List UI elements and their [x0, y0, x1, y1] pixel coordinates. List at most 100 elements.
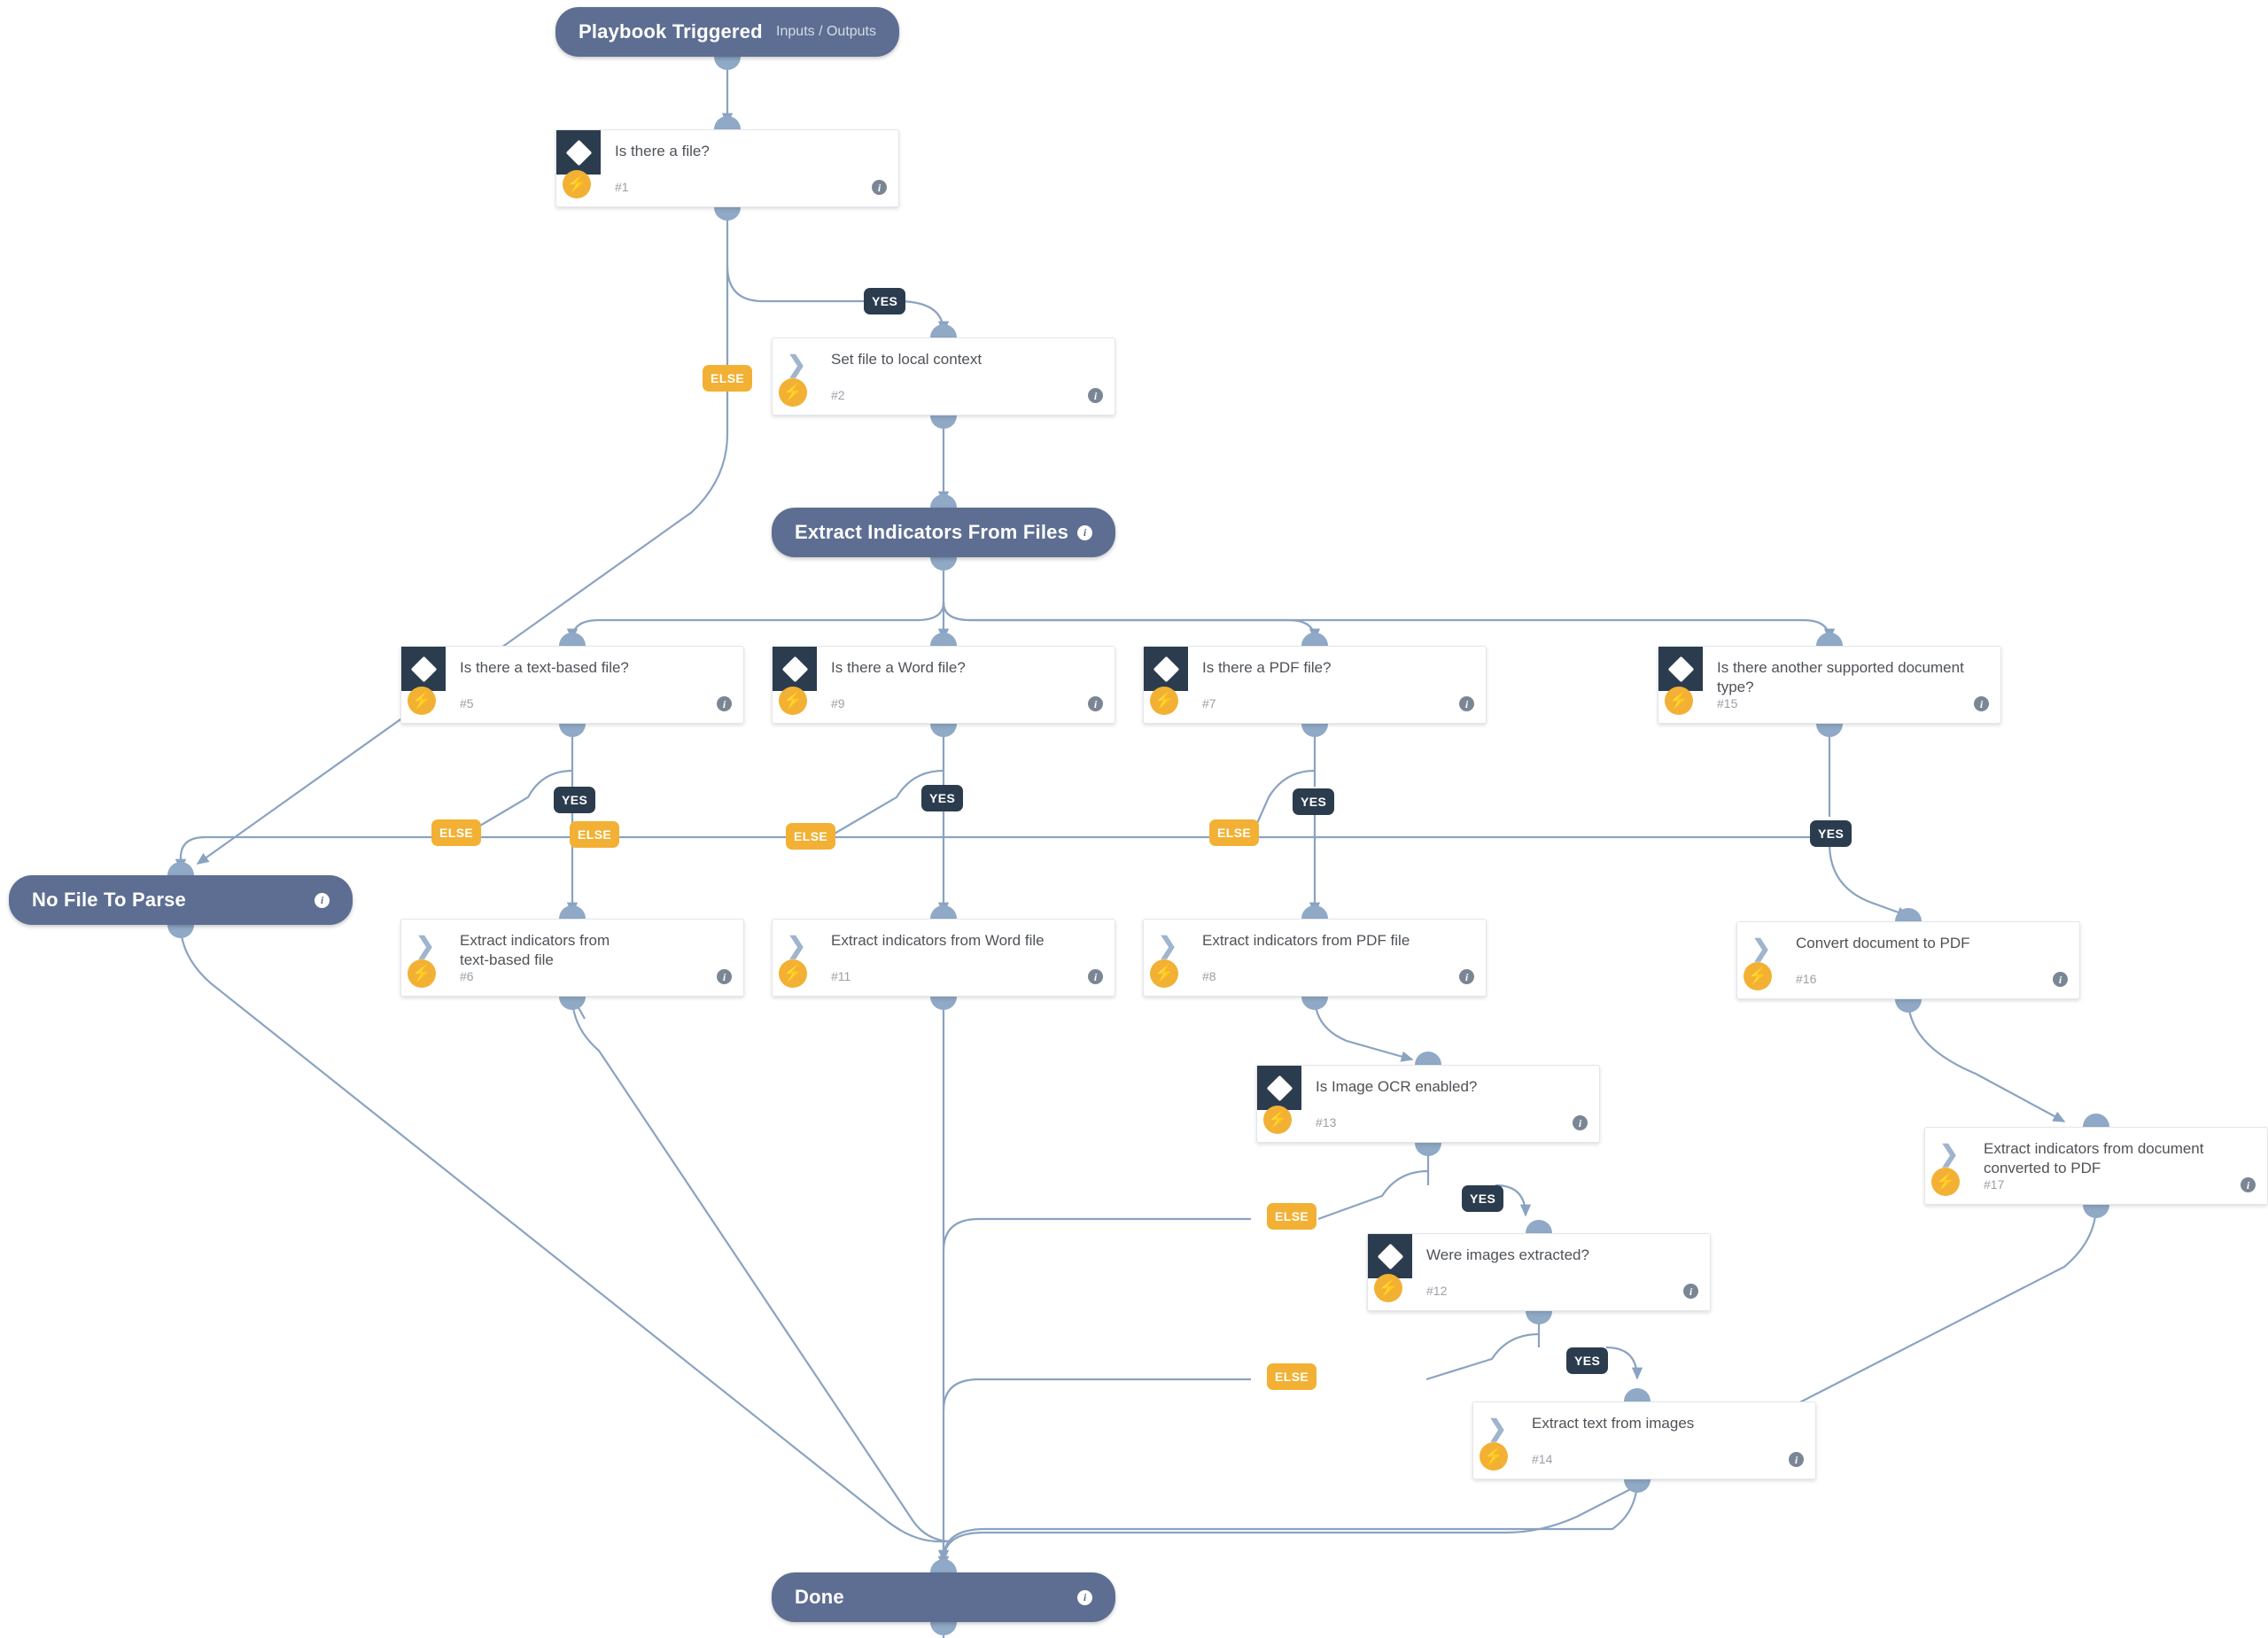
node-title: Is there another supported document type…	[1717, 659, 1964, 695]
info-icon[interactable]: i	[1974, 696, 1989, 711]
info-icon[interactable]: i	[1683, 1284, 1698, 1299]
info-icon[interactable]: i	[2241, 1177, 2256, 1192]
node-index: #17	[1984, 1177, 2005, 1192]
node-extract-indicators-from-document-converted-to-pdf[interactable]: ❯ Extract indicators from document conve…	[1924, 1127, 2268, 1205]
node-extract-text-from-images[interactable]: ❯ Extract text from images ⚡ #14 i	[1472, 1401, 1816, 1479]
info-icon[interactable]: i	[315, 892, 330, 908]
node-index: #9	[831, 696, 845, 710]
bolt-icon: ⚡	[563, 170, 591, 198]
node-index: #6	[460, 969, 474, 983]
diamond-icon	[1153, 656, 1179, 682]
bolt-icon: ⚡	[1665, 687, 1693, 715]
node-index: #15	[1717, 696, 1738, 710]
node-index: #11	[831, 969, 851, 983]
info-icon[interactable]: i	[872, 180, 887, 195]
info-icon[interactable]: i	[1077, 1589, 1092, 1605]
info-icon[interactable]: i	[1088, 696, 1103, 711]
condition-badge	[773, 647, 817, 691]
node-were-images-extracted[interactable]: Were images extracted? ⚡ #12 i	[1367, 1233, 1711, 1311]
inputs-outputs-label[interactable]: Inputs / Outputs	[776, 24, 876, 39]
branch-label-else[interactable]: ELSE	[786, 823, 836, 850]
bolt-icon: ⚡	[1744, 962, 1772, 990]
node-is-there-a-pdf-file[interactable]: Is there a PDF file? ⚡ #7 i	[1143, 646, 1487, 724]
node-no-file-to-parse[interactable]: No File To Parse i	[9, 875, 353, 925]
node-extract-indicators-from-files[interactable]: Extract Indicators From Files i	[772, 508, 1115, 557]
chevron-right-icon: ❯	[787, 351, 806, 377]
chevron-right-icon: ❯	[416, 932, 435, 959]
chevron-right-icon: ❯	[1939, 1140, 1959, 1167]
node-done[interactable]: Done i	[772, 1572, 1115, 1622]
branch-label-yes[interactable]: YES	[1810, 820, 1852, 847]
node-is-there-a-text-based-file[interactable]: Is there a text-based file? ⚡ #5 i	[400, 646, 744, 724]
branch-label-yes[interactable]: YES	[864, 288, 906, 314]
node-title: Extract indicators from text-based file	[460, 932, 610, 968]
info-icon[interactable]: i	[1077, 524, 1092, 540]
branch-label-else[interactable]: ELSE	[1267, 1363, 1317, 1390]
branch-label-else[interactable]: ELSE	[431, 819, 482, 846]
diamond-icon	[781, 656, 808, 682]
info-icon[interactable]: i	[1459, 696, 1474, 711]
node-is-image-ocr-enabled[interactable]: Is Image OCR enabled? ⚡ #13 i	[1256, 1065, 1600, 1143]
chevron-right-icon: ❯	[1487, 1415, 1507, 1441]
node-is-there-a-file[interactable]: Is there a file? ⚡ #1 i	[555, 129, 899, 207]
bolt-icon: ⚡	[779, 687, 807, 715]
bolt-icon: ⚡	[408, 959, 436, 988]
node-title: Done	[795, 1586, 844, 1608]
branch-label-yes[interactable]: YES	[1293, 788, 1335, 815]
info-icon[interactable]: i	[2053, 972, 2068, 987]
condition-badge	[1658, 647, 1703, 691]
node-extract-indicators-from-text-based-file[interactable]: ❯ Extract indicators from text-based fil…	[400, 919, 744, 997]
condition-badge	[1144, 647, 1188, 691]
info-icon[interactable]: i	[717, 969, 732, 984]
branch-label-else[interactable]: ELSE	[1267, 1203, 1317, 1230]
bolt-icon: ⚡	[779, 959, 807, 988]
info-icon[interactable]: i	[717, 696, 732, 711]
branch-label-else[interactable]: ELSE	[703, 365, 753, 392]
node-title: Extract text from images	[1532, 1415, 1695, 1432]
bolt-icon: ⚡	[408, 687, 436, 715]
chevron-right-icon: ❯	[1751, 935, 1771, 961]
branch-label-yes[interactable]: YES	[554, 787, 596, 813]
node-index: #14	[1532, 1452, 1553, 1466]
node-title: Extract indicators from Word file	[831, 932, 1045, 949]
node-extract-indicators-from-pdf-file[interactable]: ❯ Extract indicators from PDF file ⚡ #8 …	[1143, 919, 1487, 997]
chevron-right-icon: ❯	[787, 932, 806, 959]
node-title: Is there a text-based file?	[460, 659, 629, 676]
condition-badge	[1368, 1234, 1412, 1278]
node-convert-document-to-pdf[interactable]: ❯ Convert document to PDF ⚡ #16 i	[1736, 921, 2080, 999]
bolt-icon: ⚡	[1150, 959, 1178, 988]
branch-label-yes[interactable]: YES	[1462, 1185, 1504, 1212]
node-title: Set file to local context	[831, 351, 983, 368]
branch-label-yes[interactable]: YES	[921, 785, 964, 811]
node-title: No File To Parse	[32, 889, 186, 911]
info-icon[interactable]: i	[1088, 388, 1103, 403]
node-index: #7	[1202, 696, 1216, 710]
branch-label-yes[interactable]: YES	[1566, 1347, 1609, 1374]
branch-label-else[interactable]: ELSE	[1209, 819, 1260, 846]
diamond-icon	[1266, 1075, 1293, 1101]
node-set-file-to-local-context[interactable]: ❯ Set file to local context ⚡ #2 i	[772, 338, 1115, 415]
info-icon[interactable]: i	[1459, 969, 1474, 984]
node-is-there-another-supported-document-type[interactable]: Is there another supported document type…	[1658, 646, 2001, 724]
node-index: #12	[1426, 1284, 1448, 1298]
info-icon[interactable]: i	[1789, 1452, 1804, 1467]
info-icon[interactable]: i	[1088, 969, 1103, 984]
bolt-icon: ⚡	[1931, 1168, 1960, 1196]
node-title: Extract indicators from PDF file	[1202, 932, 1410, 949]
node-is-there-a-word-file[interactable]: Is there a Word file? ⚡ #9 i	[772, 646, 1115, 724]
node-title: Is there a Word file?	[831, 659, 966, 676]
node-playbook-triggered[interactable]: Playbook Triggered Inputs / Outputs	[555, 7, 899, 57]
diamond-icon	[410, 656, 437, 682]
node-title: Playbook Triggered	[579, 20, 763, 43]
branch-label-else[interactable]: ELSE	[570, 821, 620, 848]
node-extract-indicators-from-word-file[interactable]: ❯ Extract indicators from Word file ⚡ #1…	[772, 919, 1115, 997]
node-index: #8	[1202, 969, 1216, 983]
node-title: Extract Indicators From Files	[795, 521, 1068, 543]
info-icon[interactable]: i	[1573, 1115, 1588, 1130]
bolt-icon: ⚡	[1150, 687, 1178, 715]
bolt-icon: ⚡	[1263, 1106, 1292, 1134]
node-index: #16	[1796, 972, 1817, 986]
node-title: Were images extracted?	[1426, 1246, 1589, 1263]
condition-badge	[401, 647, 446, 691]
